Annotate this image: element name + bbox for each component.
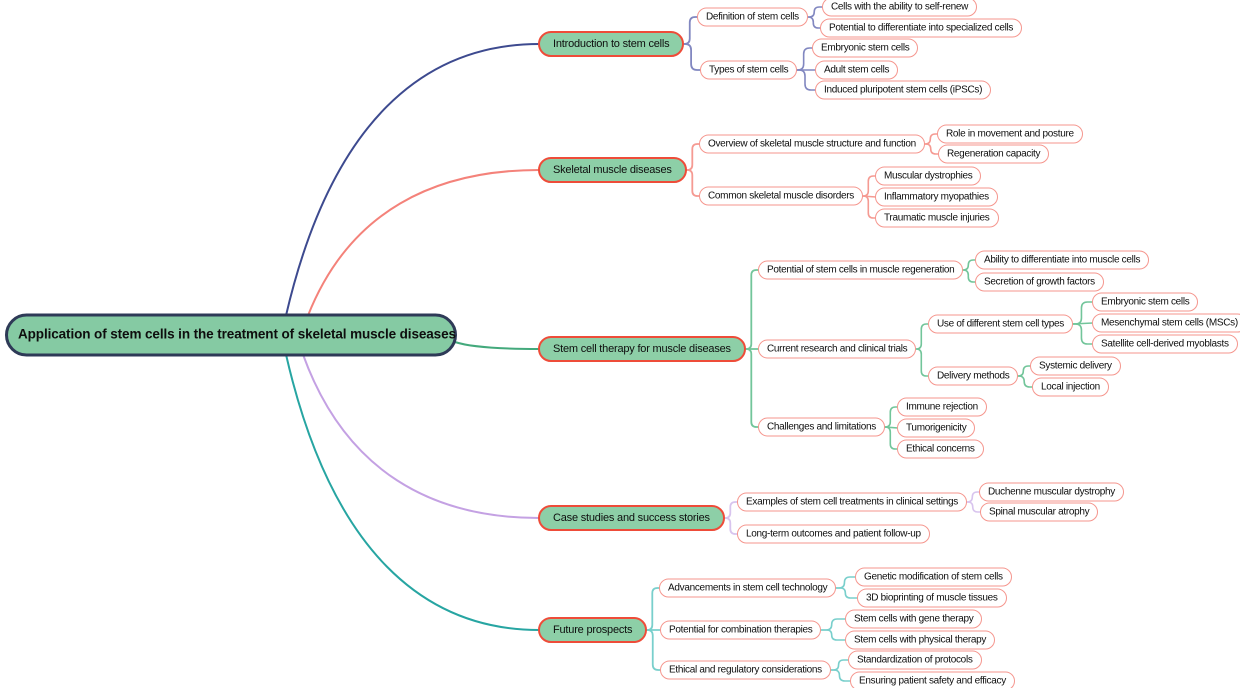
node-traumatic-muscle-injuries[interactable]: Traumatic muscle injuries	[875, 208, 999, 228]
node-overview-structure-function[interactable]: Overview of skeletal muscle structure an…	[699, 134, 925, 154]
node-advancements-technology[interactable]: Advancements in stem cell technology	[659, 578, 837, 598]
node-potential-differentiate-specialized[interactable]: Potential to differentiate into speciali…	[820, 18, 1023, 38]
node-challenges-limitations[interactable]: Challenges and limitations	[758, 417, 885, 437]
node-combination-therapies[interactable]: Potential for combination therapies	[660, 620, 822, 640]
node-patient-safety-efficacy[interactable]: Ensuring patient safety and efficacy	[850, 671, 1015, 688]
node-case-studies[interactable]: Case studies and success stories	[538, 505, 725, 531]
node-stem-cells-gene-therapy[interactable]: Stem cells with gene therapy	[845, 609, 983, 629]
node-common-disorders[interactable]: Common skeletal muscle disorders	[699, 186, 864, 206]
node-stem-cell-therapy[interactable]: Stem cell therapy for muscle diseases	[538, 336, 746, 362]
node-delivery-methods[interactable]: Delivery methods	[928, 366, 1019, 386]
node-standardization-protocols[interactable]: Standardization of protocols	[848, 650, 982, 670]
node-embryonic-stem-cells[interactable]: Embryonic stem cells	[812, 38, 919, 58]
node-use-stem-cell-types[interactable]: Use of different stem cell types	[928, 314, 1073, 334]
node-secretion-growth-factors[interactable]: Secretion of growth factors	[975, 272, 1104, 292]
node-ethical-concerns[interactable]: Ethical concerns	[897, 439, 984, 459]
node-mesenchymal-stem-cells[interactable]: Mesenchymal stem cells (MSCs)	[1092, 313, 1240, 333]
node-current-research-trials[interactable]: Current research and clinical trials	[758, 339, 917, 359]
node-duchenne-dystrophy[interactable]: Duchenne muscular dystrophy	[979, 482, 1124, 502]
node-3d-bioprinting[interactable]: 3D bioprinting of muscle tissues	[857, 588, 1007, 608]
node-regeneration-capacity[interactable]: Regeneration capacity	[938, 144, 1050, 164]
node-introduction-to-stem-cells[interactable]: Introduction to stem cells	[538, 31, 685, 57]
node-future-prospects[interactable]: Future prospects	[538, 617, 648, 643]
node-systemic-delivery[interactable]: Systemic delivery	[1030, 356, 1121, 376]
node-ability-differentiate-muscle[interactable]: Ability to differentiate into muscle cel…	[975, 250, 1150, 270]
node-genetic-modification[interactable]: Genetic modification of stem cells	[855, 567, 1012, 587]
node-cells-self-renew[interactable]: Cells with the ability to self-renew	[822, 0, 978, 17]
node-satellite-myoblasts[interactable]: Satellite cell-derived myoblasts	[1092, 334, 1238, 354]
node-tumorigenicity[interactable]: Tumorigenicity	[897, 418, 976, 438]
node-potential-muscle-regeneration[interactable]: Potential of stem cells in muscle regene…	[758, 260, 964, 280]
node-spinal-muscular-atrophy[interactable]: Spinal muscular atrophy	[980, 502, 1099, 522]
node-stem-cells-physical-therapy[interactable]: Stem cells with physical therapy	[845, 630, 996, 650]
node-skeletal-muscle-diseases[interactable]: Skeletal muscle diseases	[538, 157, 687, 183]
node-types-of-stem-cells[interactable]: Types of stem cells	[700, 60, 798, 80]
node-muscular-dystrophies[interactable]: Muscular dystrophies	[875, 166, 982, 186]
node-root-title[interactable]: Application of stem cells in the treatme…	[5, 313, 457, 357]
node-embryonic-stem-cells-2[interactable]: Embryonic stem cells	[1092, 292, 1199, 312]
node-ipscs[interactable]: Induced pluripotent stem cells (iPSCs)	[815, 80, 992, 100]
node-role-movement-posture[interactable]: Role in movement and posture	[937, 124, 1083, 144]
node-long-term-outcomes[interactable]: Long-term outcomes and patient follow-up	[737, 524, 930, 544]
node-immune-rejection[interactable]: Immune rejection	[897, 397, 987, 417]
node-local-injection[interactable]: Local injection	[1032, 377, 1109, 397]
node-adult-stem-cells[interactable]: Adult stem cells	[815, 60, 899, 80]
node-inflammatory-myopathies[interactable]: Inflammatory myopathies	[875, 187, 998, 207]
node-definition-of-stem-cells[interactable]: Definition of stem cells	[697, 7, 808, 27]
node-examples-clinical-settings[interactable]: Examples of stem cell treatments in clin…	[737, 492, 967, 512]
node-ethical-regulatory[interactable]: Ethical and regulatory considerations	[660, 660, 831, 680]
